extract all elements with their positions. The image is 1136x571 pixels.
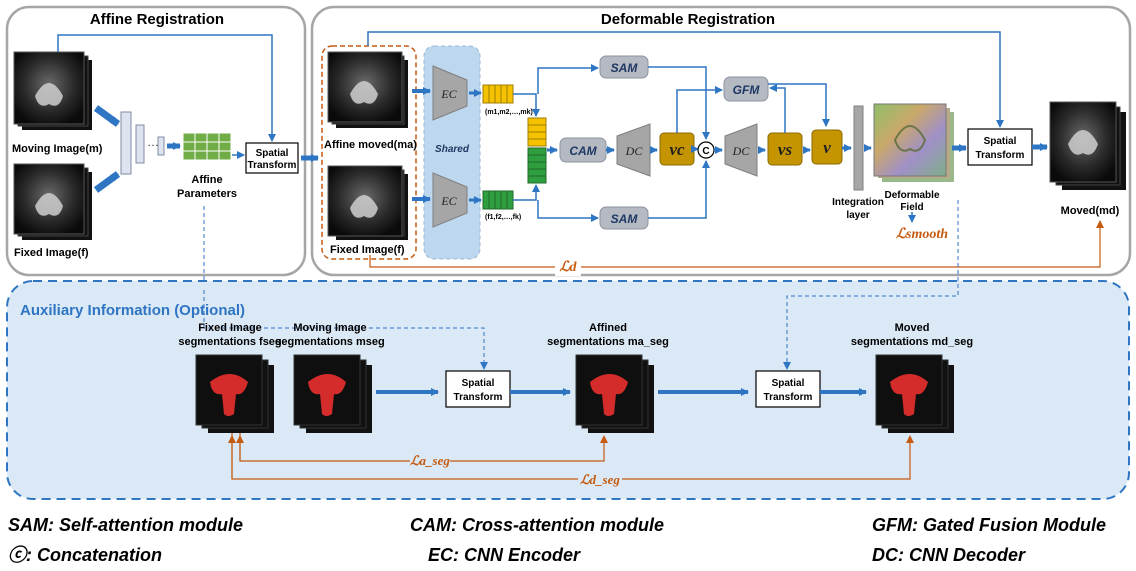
svg-text:SAM: SAM: [611, 61, 639, 75]
deformable-field-label-2: Field: [900, 202, 923, 213]
moving-image-stack: [13, 51, 92, 130]
svg-text:Transform: Transform: [764, 392, 813, 403]
svg-text:segmentations mseg: segmentations mseg: [275, 336, 384, 348]
svg-text:EC: EC: [440, 194, 457, 208]
loss-smooth: ℒsmooth: [896, 227, 948, 242]
svg-text:Spatial: Spatial: [984, 136, 1017, 147]
loss-d: ℒd: [559, 260, 577, 275]
fixed-image-stack: [13, 163, 92, 240]
auxiliary-title: Auxiliary Information (Optional): [20, 302, 245, 319]
integration-label-2: layer: [846, 210, 869, 221]
svg-text:vc: vc: [669, 140, 685, 159]
cnn-layer-2: [135, 124, 145, 164]
svg-text:Spatial: Spatial: [462, 378, 495, 389]
svg-text:Transform: Transform: [976, 150, 1025, 161]
integration-label-1: Integration: [832, 197, 884, 208]
deformable-field-label-1: Deformable: [884, 190, 939, 201]
affined-seg-stack: [575, 354, 654, 433]
svg-text:segmentations ma_seg: segmentations ma_seg: [547, 336, 669, 348]
gfm-module: [723, 76, 769, 102]
svg-text:CAM: CAM: [569, 144, 597, 158]
ellipsis: …: [147, 135, 159, 149]
cnn-layer-1: [120, 111, 132, 175]
svg-text:Transform: Transform: [454, 392, 503, 403]
svg-text:DC: DC: [732, 144, 751, 158]
fixed-seg-stack: [195, 354, 274, 433]
deformable-spatial-transform: [967, 128, 1033, 166]
svg-text:v: v: [823, 138, 831, 157]
svg-text:segmentations md_seg: segmentations md_seg: [851, 336, 973, 348]
svg-text:DC: DC: [625, 144, 644, 158]
dc-decoder-1: [616, 123, 651, 177]
legend-sam: SAM: Self-attention module: [8, 515, 243, 535]
input-pair-group: [321, 45, 417, 260]
svg-text:SAM: SAM: [611, 212, 639, 226]
aux-spatial-transform-2: [755, 370, 821, 408]
legend-cam: CAM: Cross-attention module: [410, 515, 664, 535]
ec-encoder-top: [432, 65, 468, 121]
affine-moved-image-stack: [327, 51, 408, 128]
svg-text:Moved: Moved: [895, 322, 930, 334]
concatenated-features: [527, 117, 547, 184]
f-feature-maps: [482, 190, 514, 210]
shared-label: Shared: [435, 144, 470, 155]
cnn-layer-3: [157, 136, 165, 156]
loss-d-seg: ℒd_seg: [580, 472, 620, 487]
affine-moved-label: Affine moved(ma): [324, 139, 417, 151]
affine-parameters-grid: [182, 132, 232, 161]
deformable-fixed-image-stack: [327, 165, 408, 240]
m-feature-maps: [482, 84, 514, 104]
affine-params-label-1: Affine: [191, 174, 222, 186]
moved-seg-stack: [875, 354, 954, 433]
svg-text:Moving Image: Moving Image: [293, 322, 366, 334]
svg-text:EC: EC: [440, 87, 457, 101]
affine-spatial-transform: [245, 142, 299, 174]
svg-text:C: C: [702, 146, 709, 157]
legend-concat: ⓒ: Concatenation: [8, 545, 162, 565]
svg-text:Fixed Image: Fixed Image: [198, 322, 262, 334]
svg-text:vs: vs: [778, 140, 793, 159]
deformable-fixed-label: Fixed Image(f): [330, 244, 405, 256]
ec-encoder-bottom: [432, 172, 468, 228]
dc-decoder-2: [724, 123, 758, 177]
deformable-title: Deformable Registration: [601, 11, 775, 28]
legend-gfm: GFM: Gated Fusion Module: [872, 515, 1106, 535]
affine-title: Affine Registration: [90, 11, 224, 28]
moving-image-label: Moving Image(m): [12, 143, 103, 155]
svg-text:Transform: Transform: [248, 160, 297, 171]
f-features-label: (f1,f2,…,fk): [485, 214, 521, 221]
deformable-field-stack: [873, 103, 954, 182]
svg-text:segmentations fseg: segmentations fseg: [178, 336, 281, 348]
svg-text:Affined: Affined: [589, 322, 627, 334]
aux-spatial-transform-1: [445, 370, 511, 408]
svg-text:GFM: GFM: [733, 83, 761, 97]
fixed-image-label: Fixed Image(f): [14, 247, 89, 259]
m-features-label: (m1,m2,…,mk): [485, 109, 533, 116]
moving-seg-stack: [293, 354, 372, 433]
svg-text:Spatial: Spatial: [256, 148, 289, 159]
moved-image-stack: [1049, 101, 1126, 190]
moved-label: Moved(md): [1061, 205, 1120, 217]
integration-layer: [853, 105, 864, 191]
svg-text:Spatial: Spatial: [772, 378, 805, 389]
loss-a-seg: ℒa_seg: [410, 453, 450, 468]
legend-dc: DC: CNN Decoder: [872, 545, 1026, 565]
affine-params-label-2: Parameters: [177, 188, 237, 200]
deformable-panel: [310, 5, 1132, 277]
legend-ec: EC: CNN Encoder: [428, 545, 581, 565]
